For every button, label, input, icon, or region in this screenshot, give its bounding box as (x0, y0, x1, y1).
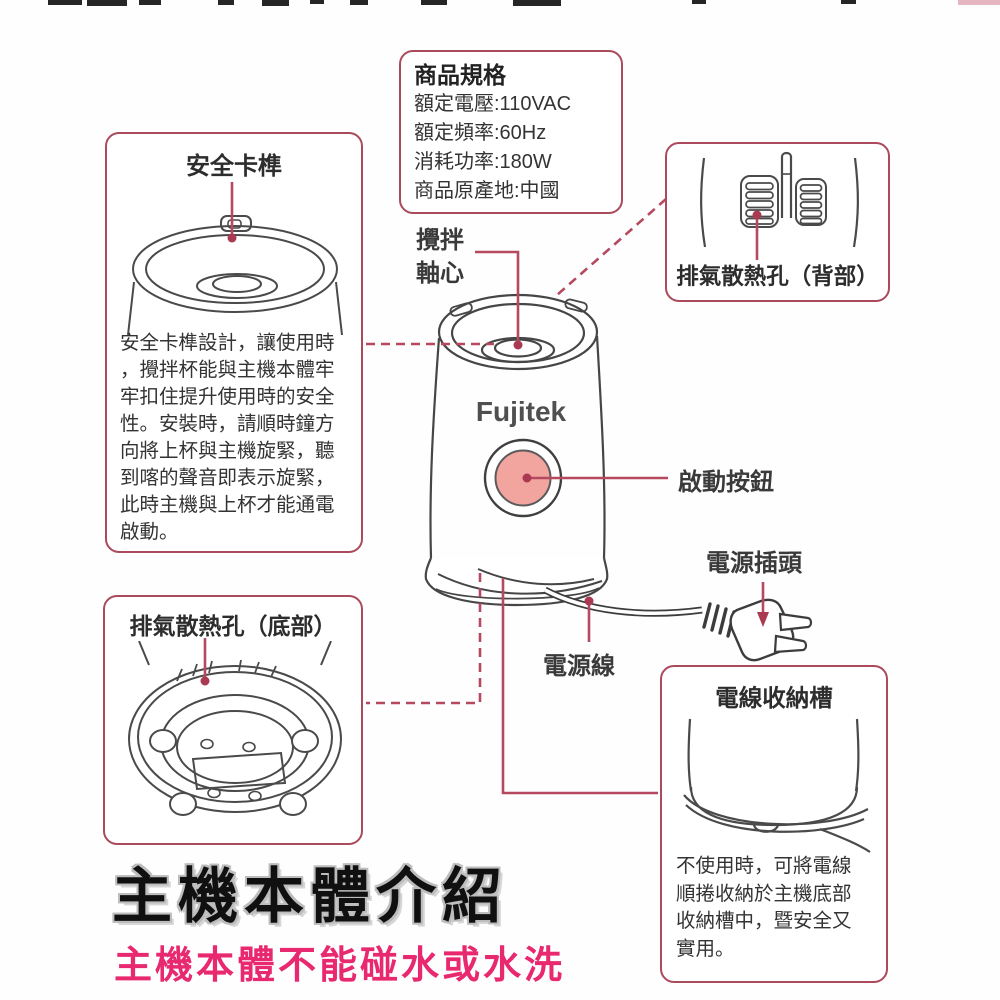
cord-storage-box: 電線收納槽 不使用時，可將電線 順捲收納於主機底部 收納槽中，暨安全又 實用。 (660, 665, 888, 983)
safety-latch-description: 安全卡榫設計，讓使用時 ，攪拌杯能與主機本體牢 牢扣住提升使用時的安全 性。安裝… (120, 332, 335, 543)
spec-title: 商品規格 (414, 62, 506, 88)
shaft-label: 攪拌 軸心 (416, 227, 464, 287)
cord-storage-title: 電線收納槽 (715, 685, 833, 711)
spec-voltage: 額定電壓:110VAC (414, 93, 572, 115)
spec-box: 商品規格 額定電壓:110VAC 額定頻率:60Hz 消耗功率:180W 商品原… (399, 50, 623, 214)
bottom-vent-box: 排氣散熱孔（底部） (103, 595, 363, 845)
bottom-vent-label: 排氣散熱孔（底部） (129, 613, 337, 639)
start-button-label: 啟動按鈕 (678, 469, 774, 496)
brand-logo: Fujitek (476, 396, 567, 427)
back-vent-box: 排氣散熱孔（背部） (665, 142, 890, 302)
power-plug-label: 電源插頭 (706, 550, 802, 577)
spec-frequency: 額定頻率:60Hz (414, 122, 547, 144)
spec-origin: 商品原產地:中國 (414, 180, 560, 202)
spec-power: 消耗功率:180W (414, 151, 552, 173)
cord-storage-illustration (683, 718, 871, 853)
section-title: 主機本體介紹 (112, 863, 508, 930)
power-cord-label: 電源線 (543, 653, 615, 680)
section-warning-subtitle: 主機本體不能碰水或水洗 (114, 945, 566, 987)
latch-top-view-illustration (127, 215, 343, 335)
safety-latch-box: 安全卡榫 安全卡榫設計，讓使用時 ，攪拌杯能與主機本體牢 牢扣住提升使用時的安全… (105, 132, 363, 553)
safety-latch-title: 安全卡榫 (186, 153, 282, 180)
cord-storage-description: 不使用時，可將電線 順捲收納於主機底部 收納槽中，暨安全又 實用。 (676, 855, 852, 960)
bottom-view-illustration (128, 641, 342, 816)
back-vent-illustration (700, 151, 859, 248)
back-vent-label: 排氣散熱孔（背部） (676, 264, 879, 289)
